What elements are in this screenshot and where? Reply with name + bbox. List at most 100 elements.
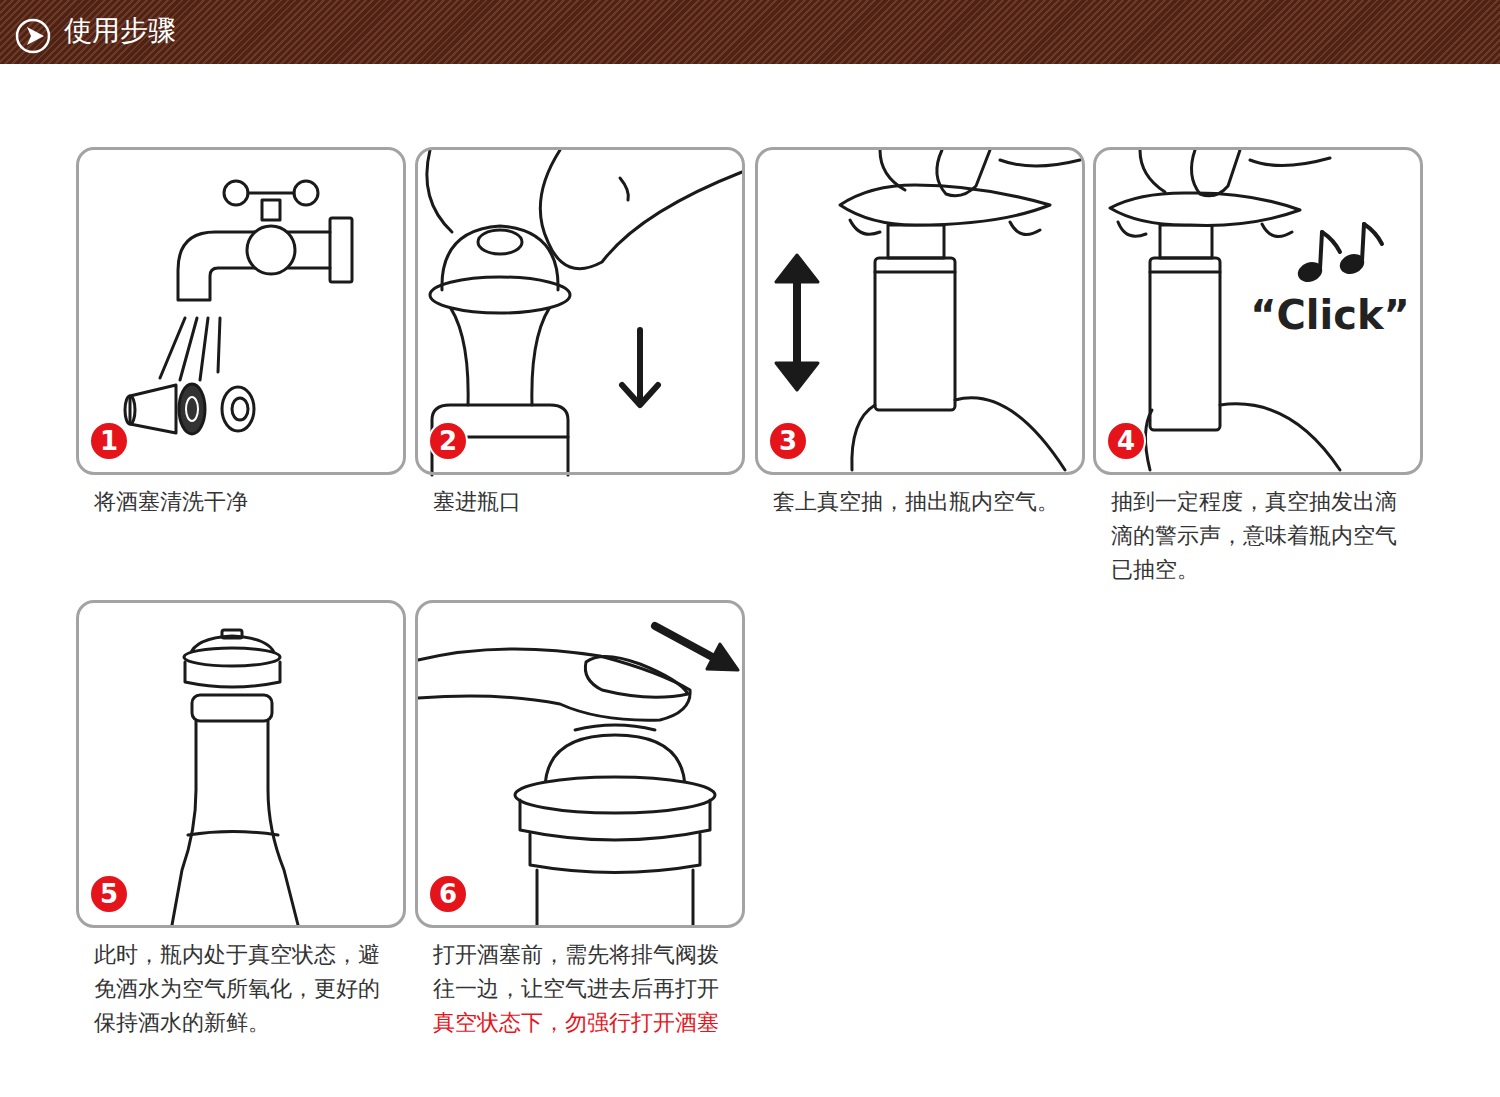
step-panel: 将酒塞清洗干净 1 xyxy=(76,147,406,519)
panel-frame xyxy=(76,147,406,475)
step-panel: 塞进瓶口 2 xyxy=(415,147,745,519)
faucet-drawing xyxy=(247,226,295,274)
faucet-drawing xyxy=(180,318,197,380)
faucet-drawing xyxy=(330,218,352,282)
step-caption: 此时，瓶内处于真空状态，避免酒水为空气所氧化，更好的保持酒水的新鲜。 xyxy=(94,938,394,1040)
release-valve-drawing xyxy=(536,870,539,925)
callout-number: 2 xyxy=(439,426,457,456)
pump-drawing xyxy=(776,150,1080,470)
pump-click-drawing xyxy=(1160,225,1212,258)
pump-drawing xyxy=(852,405,875,470)
pump-drawing xyxy=(955,398,1065,470)
sealed-bottle-drawing xyxy=(185,662,280,687)
pump-drawing xyxy=(880,150,905,190)
sealed-bottle-drawing xyxy=(192,695,272,721)
pump-click-drawing xyxy=(1220,404,1340,470)
caption-block: 抽到一定程度，真空抽发出滴滴的警示声，意味着瓶内空气已抽空。 xyxy=(1093,485,1411,587)
pump-drawing xyxy=(875,271,955,274)
stopper-parts xyxy=(222,387,254,431)
pump-drawing xyxy=(776,363,818,390)
play-icon xyxy=(0,0,70,64)
stopper-insert-drawing xyxy=(427,150,742,475)
pump-click-drawing xyxy=(1140,150,1165,192)
stopper-insert-drawing xyxy=(445,300,555,405)
step-number-badge: 3 xyxy=(768,421,808,461)
caption-block: 塞进瓶口 xyxy=(415,485,733,519)
panel-frame xyxy=(415,600,745,928)
step-number-badge: 5 xyxy=(89,874,129,914)
step-number-badge: 2 xyxy=(428,421,468,461)
stopper-parts xyxy=(186,397,198,421)
caption-block: 打开酒塞前，需先将排气阀拨往一边，让空气进去后再打开真空状态下，勿强行打开酒塞 xyxy=(415,938,733,1040)
caption-block: 将酒塞清洗干净 xyxy=(76,485,394,519)
release-valve-drawing xyxy=(655,626,716,659)
release-valve-drawing xyxy=(585,656,688,697)
pump-click-drawing xyxy=(1320,232,1322,269)
stopper-insert-drawing xyxy=(478,230,522,254)
stopper-insert-drawing xyxy=(430,277,570,313)
pump-click-drawing xyxy=(1250,158,1330,166)
pump-drawing xyxy=(1010,222,1040,235)
release-valve-drawing xyxy=(575,725,655,730)
sealed-bottle-drawing xyxy=(184,648,280,666)
pump-drawing xyxy=(888,225,944,258)
stopper-parts xyxy=(232,398,248,420)
stopper-parts xyxy=(179,384,205,434)
play-icon xyxy=(17,20,49,52)
stopper-insert-drawing xyxy=(622,385,658,405)
sealed-bottle-drawing xyxy=(172,630,298,925)
sealed-bottle-drawing xyxy=(268,721,298,925)
panel-frame xyxy=(755,147,1085,475)
step-panel: 套上真空抽，抽出瓶内空气。 3 xyxy=(755,147,1085,519)
release-valve-drawing xyxy=(530,834,700,873)
sealed-bottle-drawing xyxy=(172,721,196,925)
stopper-insert-drawing xyxy=(620,178,628,200)
stopper-parts xyxy=(125,384,254,434)
pump-drawing xyxy=(1000,160,1080,166)
play-icon xyxy=(27,27,44,45)
header-bar: 使用步骤 xyxy=(0,0,1500,64)
step-panel: 此时，瓶内处于真空状态，避免酒水为空气所氧化，更好的保持酒水的新鲜。 5 xyxy=(76,600,406,1040)
step-caption: 将酒塞清洗干净 xyxy=(94,485,394,519)
stopper-parts xyxy=(125,396,135,424)
faucet-drawing xyxy=(262,200,280,220)
stopper-insert-drawing xyxy=(442,226,558,290)
release-valve-drawing xyxy=(515,777,715,813)
release-valve-drawing xyxy=(520,800,710,840)
step-number-badge: 4 xyxy=(1106,421,1146,461)
pump-click-drawing xyxy=(1322,232,1340,252)
callout-number: 3 xyxy=(779,426,797,456)
pump-click-drawing xyxy=(1145,410,1152,470)
pump-click-drawing xyxy=(1150,271,1220,274)
step-panel: 抽到一定程度，真空抽发出滴滴的警示声，意味着瓶内空气已抽空。 4 xyxy=(1093,147,1423,587)
pump-drawing xyxy=(850,220,880,234)
callout-number: 6 xyxy=(439,879,457,909)
pump-drawing xyxy=(776,255,818,282)
callout-number: 5 xyxy=(100,879,118,909)
step-caption: 套上真空抽，抽出瓶内空气。 xyxy=(773,485,1073,519)
pump-click-drawing xyxy=(1191,150,1240,196)
step-caption: 打开酒塞前，需先将排气阀拨往一边，让空气进去后再打开 xyxy=(433,938,733,1006)
pump-click-drawing xyxy=(1362,224,1364,261)
step-caption: 塞进瓶口 xyxy=(433,485,733,519)
pump-drawing xyxy=(875,258,955,410)
release-valve-drawing xyxy=(707,644,738,670)
callout-number: 1 xyxy=(100,426,118,456)
panel-frame xyxy=(76,600,406,928)
sound-label: “Click” xyxy=(1230,292,1430,338)
pump-click-drawing xyxy=(1262,224,1292,237)
sealed-bottle-drawing xyxy=(188,832,278,836)
release-valve-drawing xyxy=(418,649,690,720)
pump-click-drawing xyxy=(1118,222,1146,236)
step-caption: 真空状态下，勿强行打开酒塞 xyxy=(433,1006,733,1040)
stopper-insert-drawing xyxy=(637,330,643,400)
page-title: 使用步骤 xyxy=(64,13,176,49)
stopper-insert-drawing xyxy=(432,405,568,475)
release-valve-drawing xyxy=(418,626,738,925)
faucet-drawing xyxy=(248,192,294,195)
caption-block: 此时，瓶内处于真空状态，避免酒水为空气所氧化，更好的保持酒水的新鲜。 xyxy=(76,938,394,1040)
panel-frame xyxy=(415,147,745,475)
faucet-drawing xyxy=(224,181,248,205)
